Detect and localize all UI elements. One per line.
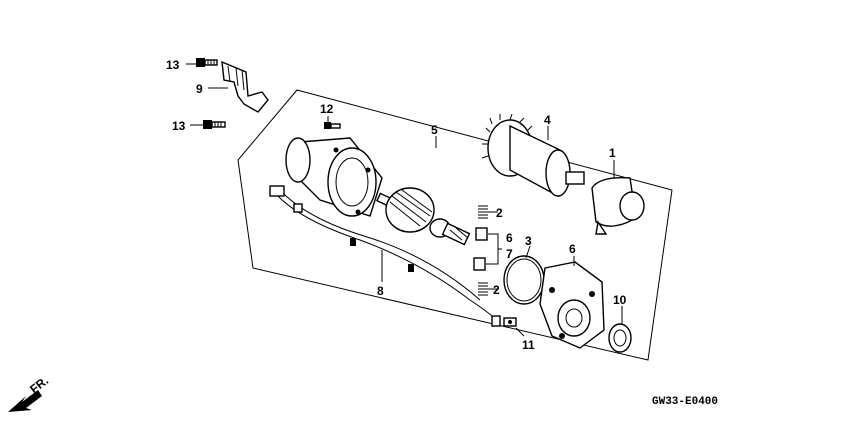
clutch-cover [591, 177, 645, 235]
callout-13-bottom: 13 [172, 119, 186, 133]
oil-seal [608, 323, 632, 353]
wire-harness [269, 185, 501, 327]
callout-2-lower: 2 [493, 283, 500, 297]
callout-3: 3 [525, 234, 532, 248]
diagram-code: GW33-E0400 [652, 396, 718, 408]
callout-5: 5 [431, 123, 438, 137]
callout-9: 9 [196, 82, 203, 96]
screw-12 [324, 122, 341, 129]
callout-12: 12 [320, 102, 334, 116]
bolt-top [196, 58, 218, 67]
callout-4: 4 [544, 113, 551, 127]
mounting-bracket [221, 60, 269, 113]
leader-3 [525, 245, 531, 259]
motor-case [285, 137, 383, 217]
front-direction-arrow: FR. [8, 373, 51, 412]
brush-spring-lower [478, 282, 488, 296]
callout-6-left: 6 [506, 231, 513, 245]
callout-2-upper: 2 [496, 206, 503, 220]
callout-11: 11 [522, 338, 535, 352]
callout-1: 1 [609, 146, 616, 160]
brush-upper [475, 227, 488, 241]
callout-10: 10 [613, 293, 627, 307]
callout-6-right: 6 [569, 242, 576, 256]
callout-13-top: 13 [166, 58, 180, 72]
callout-8: 8 [377, 284, 384, 298]
bolt-bottom [203, 120, 226, 129]
assembly-outline [237, 89, 673, 361]
o-ring [503, 255, 545, 305]
rear-cover [539, 261, 605, 349]
brush-spring-upper [478, 205, 488, 219]
front-direction-label: FR. [27, 373, 51, 396]
callout-7: 7 [506, 247, 513, 261]
armature [376, 187, 471, 246]
leader-11 [515, 327, 525, 337]
starter-clutch [481, 113, 585, 198]
brush-lower [473, 257, 486, 271]
terminal-nut [503, 317, 517, 327]
leader-6-7-bracket [486, 233, 502, 265]
